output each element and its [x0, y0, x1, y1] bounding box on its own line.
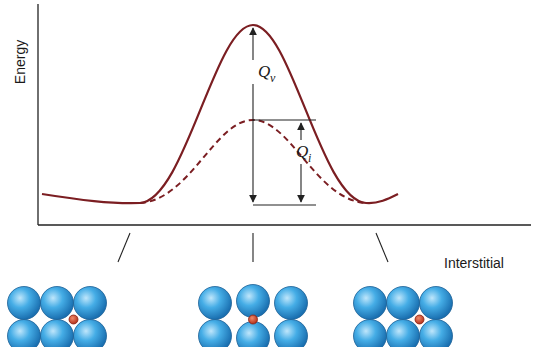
energy-symbol: Q [296, 143, 308, 160]
lattice-right [354, 287, 453, 347]
symbol-subscript: i [308, 152, 311, 164]
axes [38, 4, 531, 225]
energy-symbol: Q [258, 63, 270, 80]
leader-lines [118, 233, 388, 262]
vacancy-curve [42, 25, 398, 203]
lattice-left [8, 287, 107, 347]
axis-label: Interstitial [444, 256, 504, 270]
lattice-middle [199, 285, 308, 347]
energy-arrows [253, 28, 316, 205]
axis-title: Energy [13, 40, 27, 84]
symbol-subscript: v [270, 72, 275, 84]
